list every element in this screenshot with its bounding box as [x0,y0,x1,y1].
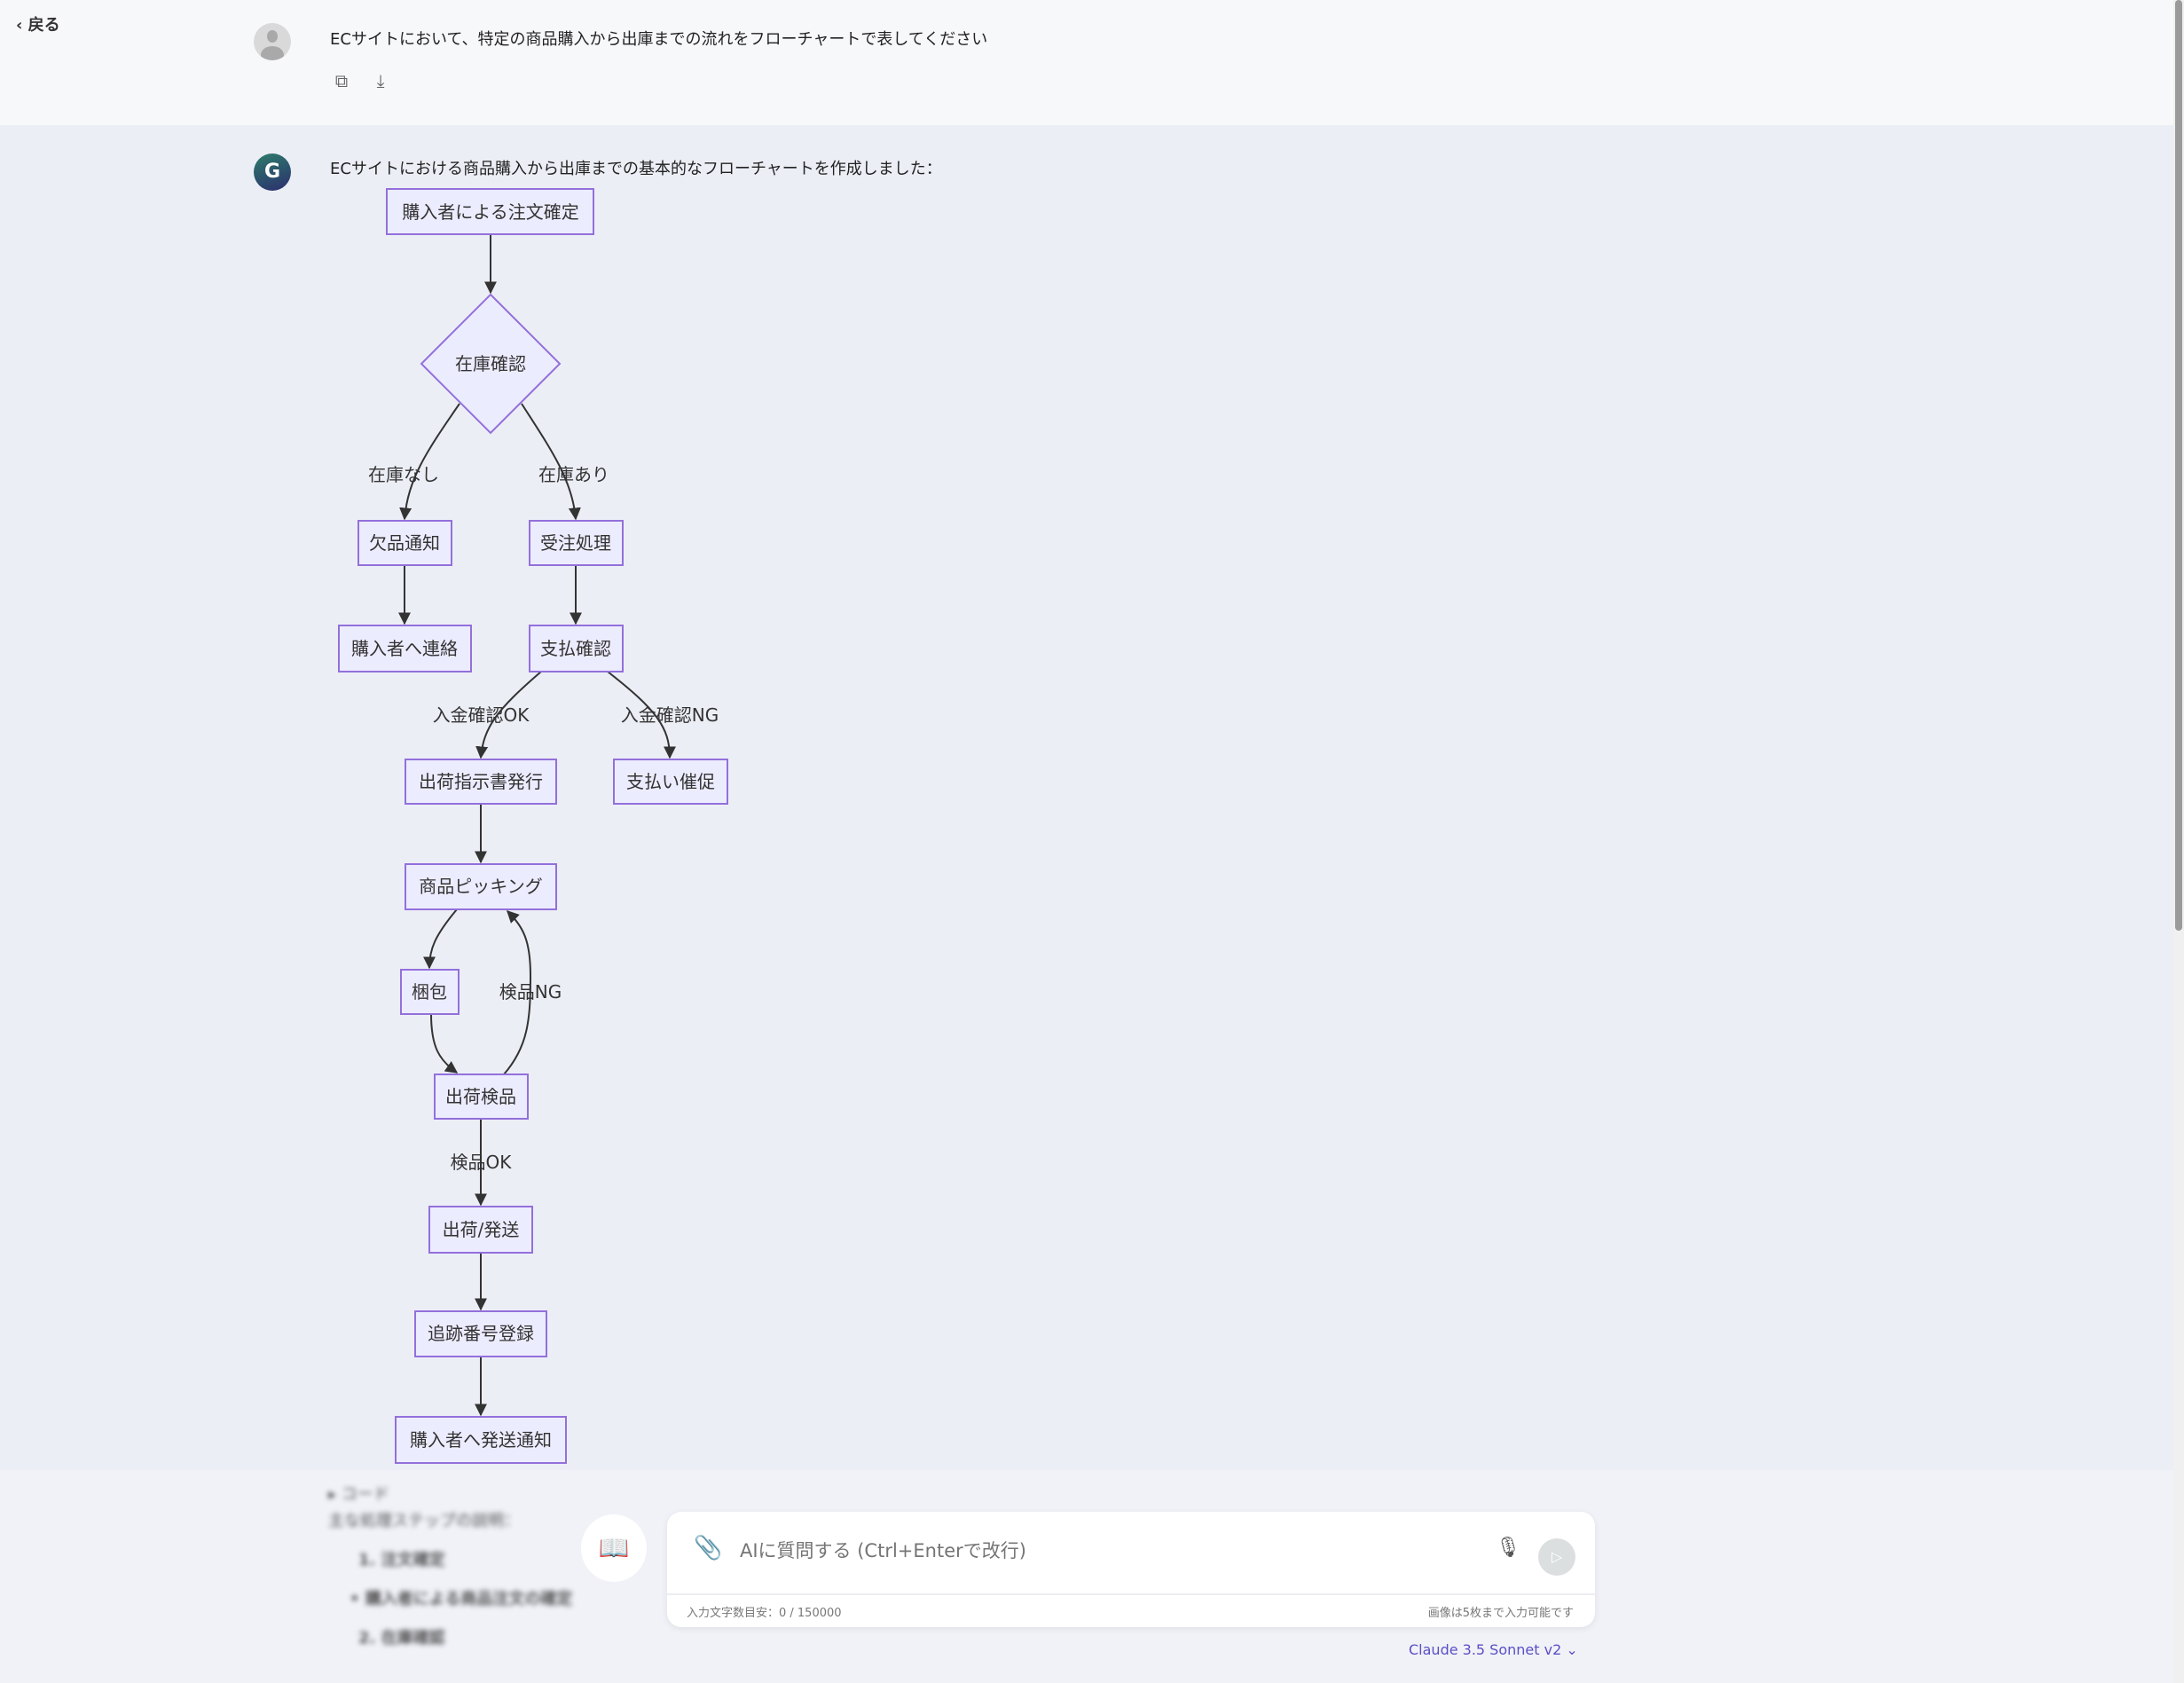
edge-label-pay-ok: 入金確認OK [433,704,530,726]
node-packing: 梱包 [400,969,460,1015]
step-1-bullet: • 購入者による商品注文の確定 [350,1590,573,1608]
divider [667,1593,1595,1595]
svg-text:支払確認: 支払確認 [540,638,611,659]
node-instruction: 出荷指示書発行 [405,759,557,805]
edge [430,1013,459,1074]
user-message-area [0,0,2173,125]
node-picking: 商品ピッキング [405,863,557,910]
step-1: 1. 注文確定 [358,1551,445,1569]
flowchart: 在庫なし 在庫あり 入金確認OK 入金確認NG 検品NG 検品OK 購入者による… [338,188,728,1464]
edge-label-no-stock: 在庫なし [368,464,439,485]
ai-intro-text: ECサイトにおける商品購入から出庫までの基本的なフローチャートを作成しました： [330,160,942,178]
user-avatar [254,23,291,60]
edge [607,671,676,759]
flowchart-edges [398,234,676,1417]
node-payment: 支払確認 [529,625,624,672]
node-remind: 支払い催促 [613,759,728,805]
svg-text:購入者へ発送通知: 購入者へ発送通知 [410,1429,552,1451]
edge [423,908,458,970]
send-button[interactable]: ▷ [1538,1538,1575,1576]
flowchart-edge-labels: 在庫なし 在庫あり 入金確認OK 入金確認NG 検品NG 検品OK [368,464,719,1173]
node-notify: 購入者へ発送通知 [395,1416,567,1464]
ai-avatar: G [254,153,291,191]
edge [503,910,532,1075]
node-contact: 購入者へ連絡 [338,625,472,672]
edge-label-in-stock: 在庫あり [538,464,609,485]
node-inspect: 出荷検品 [434,1074,529,1120]
svg-text:出荷検品: 出荷検品 [445,1086,516,1107]
node-out-of-stock: 欠品通知 [357,520,452,566]
blurred-response-text: ▸ コード 主な処理ステップの説明： 1. 注文確定 • 購入者による商品注文の… [328,1482,572,1652]
microphone-icon[interactable]: 🎙 [1496,1537,1520,1559]
svg-text:購入者による注文確定: 購入者による注文確定 [402,201,578,223]
node-accept: 受注処理 [529,520,624,566]
node-tracking: 追跡番号登録 [414,1310,547,1357]
node-order: 購入者による注文確定 [386,188,594,235]
edge [475,671,542,759]
edge-label-inspect-ng: 検品NG [499,981,562,1003]
image-limit-note: 画像は5枚まで入力可能です [1427,1607,1574,1620]
attach-icon[interactable]: 📎 [694,1535,723,1561]
svg-text:購入者へ連絡: 購入者へ連絡 [351,638,458,659]
model-selector[interactable]: Claude 3.5 Sonnet v2 ⌄ [1409,1641,1578,1658]
svg-text:梱包: 梱包 [412,981,447,1003]
scrollbar-thumb[interactable] [2175,0,2182,931]
steps-title: 主な処理ステップの説明： [328,1512,520,1530]
node-ship: 出荷/発送 [428,1206,533,1254]
download-icon[interactable]: ⤓ [376,70,385,91]
edge [521,403,581,521]
svg-text:欠品通知: 欠品通知 [369,532,440,554]
step-2: 2. 在庫確認 [358,1629,445,1648]
char-count: 入力文字数目安：0 / 150000 [687,1607,842,1620]
chat-input[interactable] [738,1530,1487,1572]
svg-text:追跡番号登録: 追跡番号登録 [428,1323,534,1344]
back-button[interactable]: ‹ 戻る [16,16,60,35]
svg-text:商品ピッキング: 商品ピッキング [419,876,542,897]
svg-text:在庫確認: 在庫確認 [455,353,526,374]
copy-icon[interactable]: ⧉ [334,70,349,91]
user-message-text: ECサイトにおいて、特定の商品購入から出庫までの流れをフローチャートで表してくだ… [330,30,988,49]
edge-label-inspect-ok: 検品OK [451,1152,513,1173]
book-icon[interactable]: 📖 [581,1514,647,1582]
node-stock-check: 在庫確認 [420,293,562,435]
svg-text:支払い催促: 支払い催促 [626,771,715,792]
code-toggle[interactable]: ▸ コード [328,1485,389,1504]
edge [399,403,460,521]
chat-input-box: 📎 🎙 ▷ 入力文字数目安：0 / 150000 画像は5枚まで入力可能です [667,1512,1595,1627]
svg-text:出荷/発送: 出荷/発送 [443,1219,520,1240]
svg-text:出荷指示書発行: 出荷指示書発行 [419,771,543,792]
edge-label-pay-ng: 入金確認NG [621,704,719,726]
svg-text:受注処理: 受注処理 [540,532,611,554]
